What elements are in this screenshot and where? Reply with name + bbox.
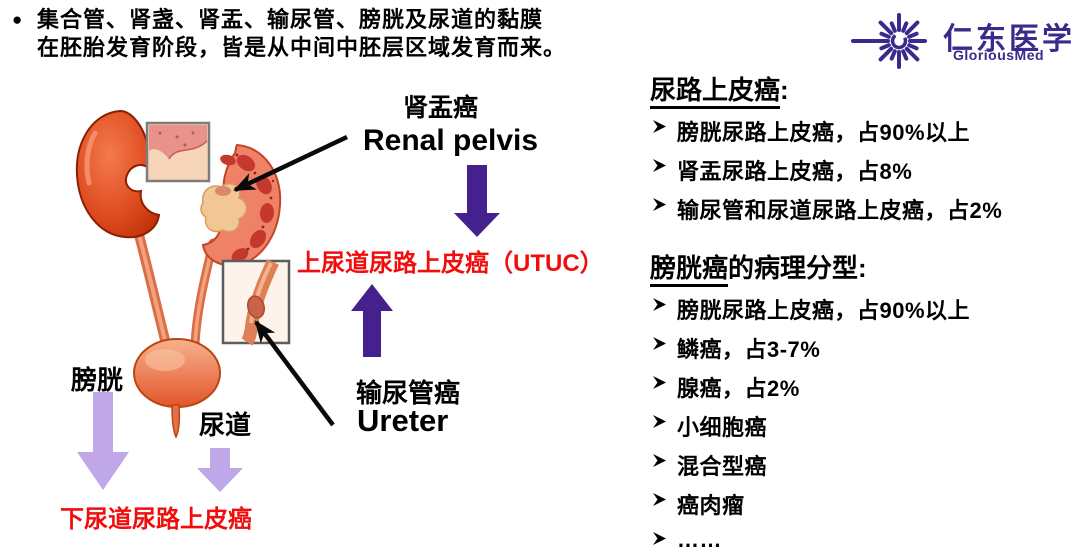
arrow-bullet-icon bbox=[653, 298, 666, 311]
renal-pelvis-label: Renal pelvis bbox=[363, 124, 539, 157]
utuc-up-arrow-icon bbox=[351, 284, 393, 357]
intro-text: 集合管、肾盏、肾盂、输尿管、膀胱及尿道的黏膜 在胚胎发育阶段，皆是从中间中胚层区… bbox=[37, 6, 566, 62]
arrow-bullet-icon bbox=[653, 532, 666, 545]
urethra-down-arrow-icon bbox=[197, 448, 243, 492]
bladder-section-title: 膀胱癌的病理分型: bbox=[650, 248, 1075, 287]
renal-pyramids bbox=[220, 154, 275, 262]
lower-tract-label: 下尿道尿路上皮癌 bbox=[60, 506, 252, 533]
logo-name-en: GloriousMed bbox=[953, 47, 1045, 63]
urothelial-carcinoma-section: 尿路上皮癌: 膀胱尿路上皮癌，占90%以上 肾盂尿路上皮癌，占8% 输尿管和尿道… bbox=[650, 70, 1075, 232]
urothelial-section-title: 尿路上皮癌: bbox=[650, 70, 1075, 109]
list-item: 膀胱尿路上皮癌，占90%以上 bbox=[650, 115, 1075, 147]
renal-pelvis-pointer-arrow bbox=[233, 134, 348, 193]
upper-tract-utuc-label: 上尿道尿路上皮癌（UTUC） bbox=[297, 250, 604, 277]
renal-pelvis-tumor bbox=[215, 186, 231, 196]
ureter-inset bbox=[221, 259, 291, 346]
arrow-bullet-icon bbox=[653, 337, 666, 350]
arrow-bullet-icon bbox=[653, 198, 666, 211]
bladder-down-arrow-icon bbox=[77, 392, 129, 490]
list-item: 小细胞癌 bbox=[650, 410, 1075, 442]
arrow-bullet-icon bbox=[653, 376, 666, 389]
list-item: 腺癌，占2% bbox=[650, 371, 1075, 403]
bladder-label: 膀胱 bbox=[71, 365, 124, 395]
anatomy-figure bbox=[65, 103, 525, 443]
urothelial-section-title-text: 尿路上皮癌 bbox=[650, 75, 781, 109]
arrow-bullet-icon bbox=[653, 493, 666, 506]
left-kidney bbox=[75, 109, 161, 239]
urothelial-section-title-colon: : bbox=[780, 75, 789, 105]
intro-bullet-icon: ● bbox=[12, 10, 23, 29]
logo-name-cn: 仁东医学 bbox=[943, 23, 1075, 56]
list-item: 癌肉瘤 bbox=[650, 488, 1075, 520]
arrow-bullet-icon bbox=[653, 159, 666, 172]
arrow-bullet-icon bbox=[653, 120, 666, 133]
arrow-bullet-icon bbox=[653, 454, 666, 467]
renal-pelvis-cancer-label: 肾盂癌 bbox=[403, 94, 479, 122]
list-item: 膀胱尿路上皮癌，占90%以上 bbox=[650, 293, 1075, 325]
intro-line-1: 集合管、肾盏、肾盂、输尿管、膀胱及尿道的黏膜 bbox=[37, 7, 544, 32]
list-item: 输尿管和尿道尿路上皮癌，占2% bbox=[650, 193, 1075, 225]
ureter-label: Ureter bbox=[357, 403, 449, 438]
kidney-speckles bbox=[235, 153, 275, 251]
bladder-section-title-rest: 的病理分型: bbox=[728, 253, 867, 283]
intro-line-2: 在胚胎发育阶段，皆是从中间中胚层区域发育而来。 bbox=[37, 35, 567, 60]
ureter-tumor bbox=[247, 295, 265, 319]
ureter-cancer-label: 输尿管癌 bbox=[356, 378, 461, 408]
bladder-section-title-underlined: 膀胱癌 bbox=[650, 253, 729, 287]
bladder-cancer-pathology-section: 膀胱癌的病理分型: 膀胱尿路上皮癌，占90%以上 鳞癌，占3-7% 腺癌，占2%… bbox=[650, 248, 1075, 560]
list-item: 混合型癌 bbox=[650, 449, 1075, 481]
list-item: …… bbox=[650, 527, 1075, 553]
bladder-shape bbox=[133, 338, 221, 408]
arrow-bullet-icon bbox=[653, 415, 666, 428]
list-item: 肾盂尿路上皮癌，占8% bbox=[650, 154, 1075, 186]
ureter-pointer-arrow bbox=[254, 320, 335, 427]
urethra-shape bbox=[171, 404, 181, 439]
glorious-med-logo-icon bbox=[851, 13, 927, 69]
urethra-label: 尿道 bbox=[199, 410, 252, 440]
renal-pelvis-inset bbox=[145, 121, 211, 183]
urinary-tract-illustration bbox=[75, 109, 348, 439]
list-item: 鳞癌，占3-7% bbox=[650, 332, 1075, 364]
utuc-down-arrow-icon bbox=[454, 165, 500, 237]
